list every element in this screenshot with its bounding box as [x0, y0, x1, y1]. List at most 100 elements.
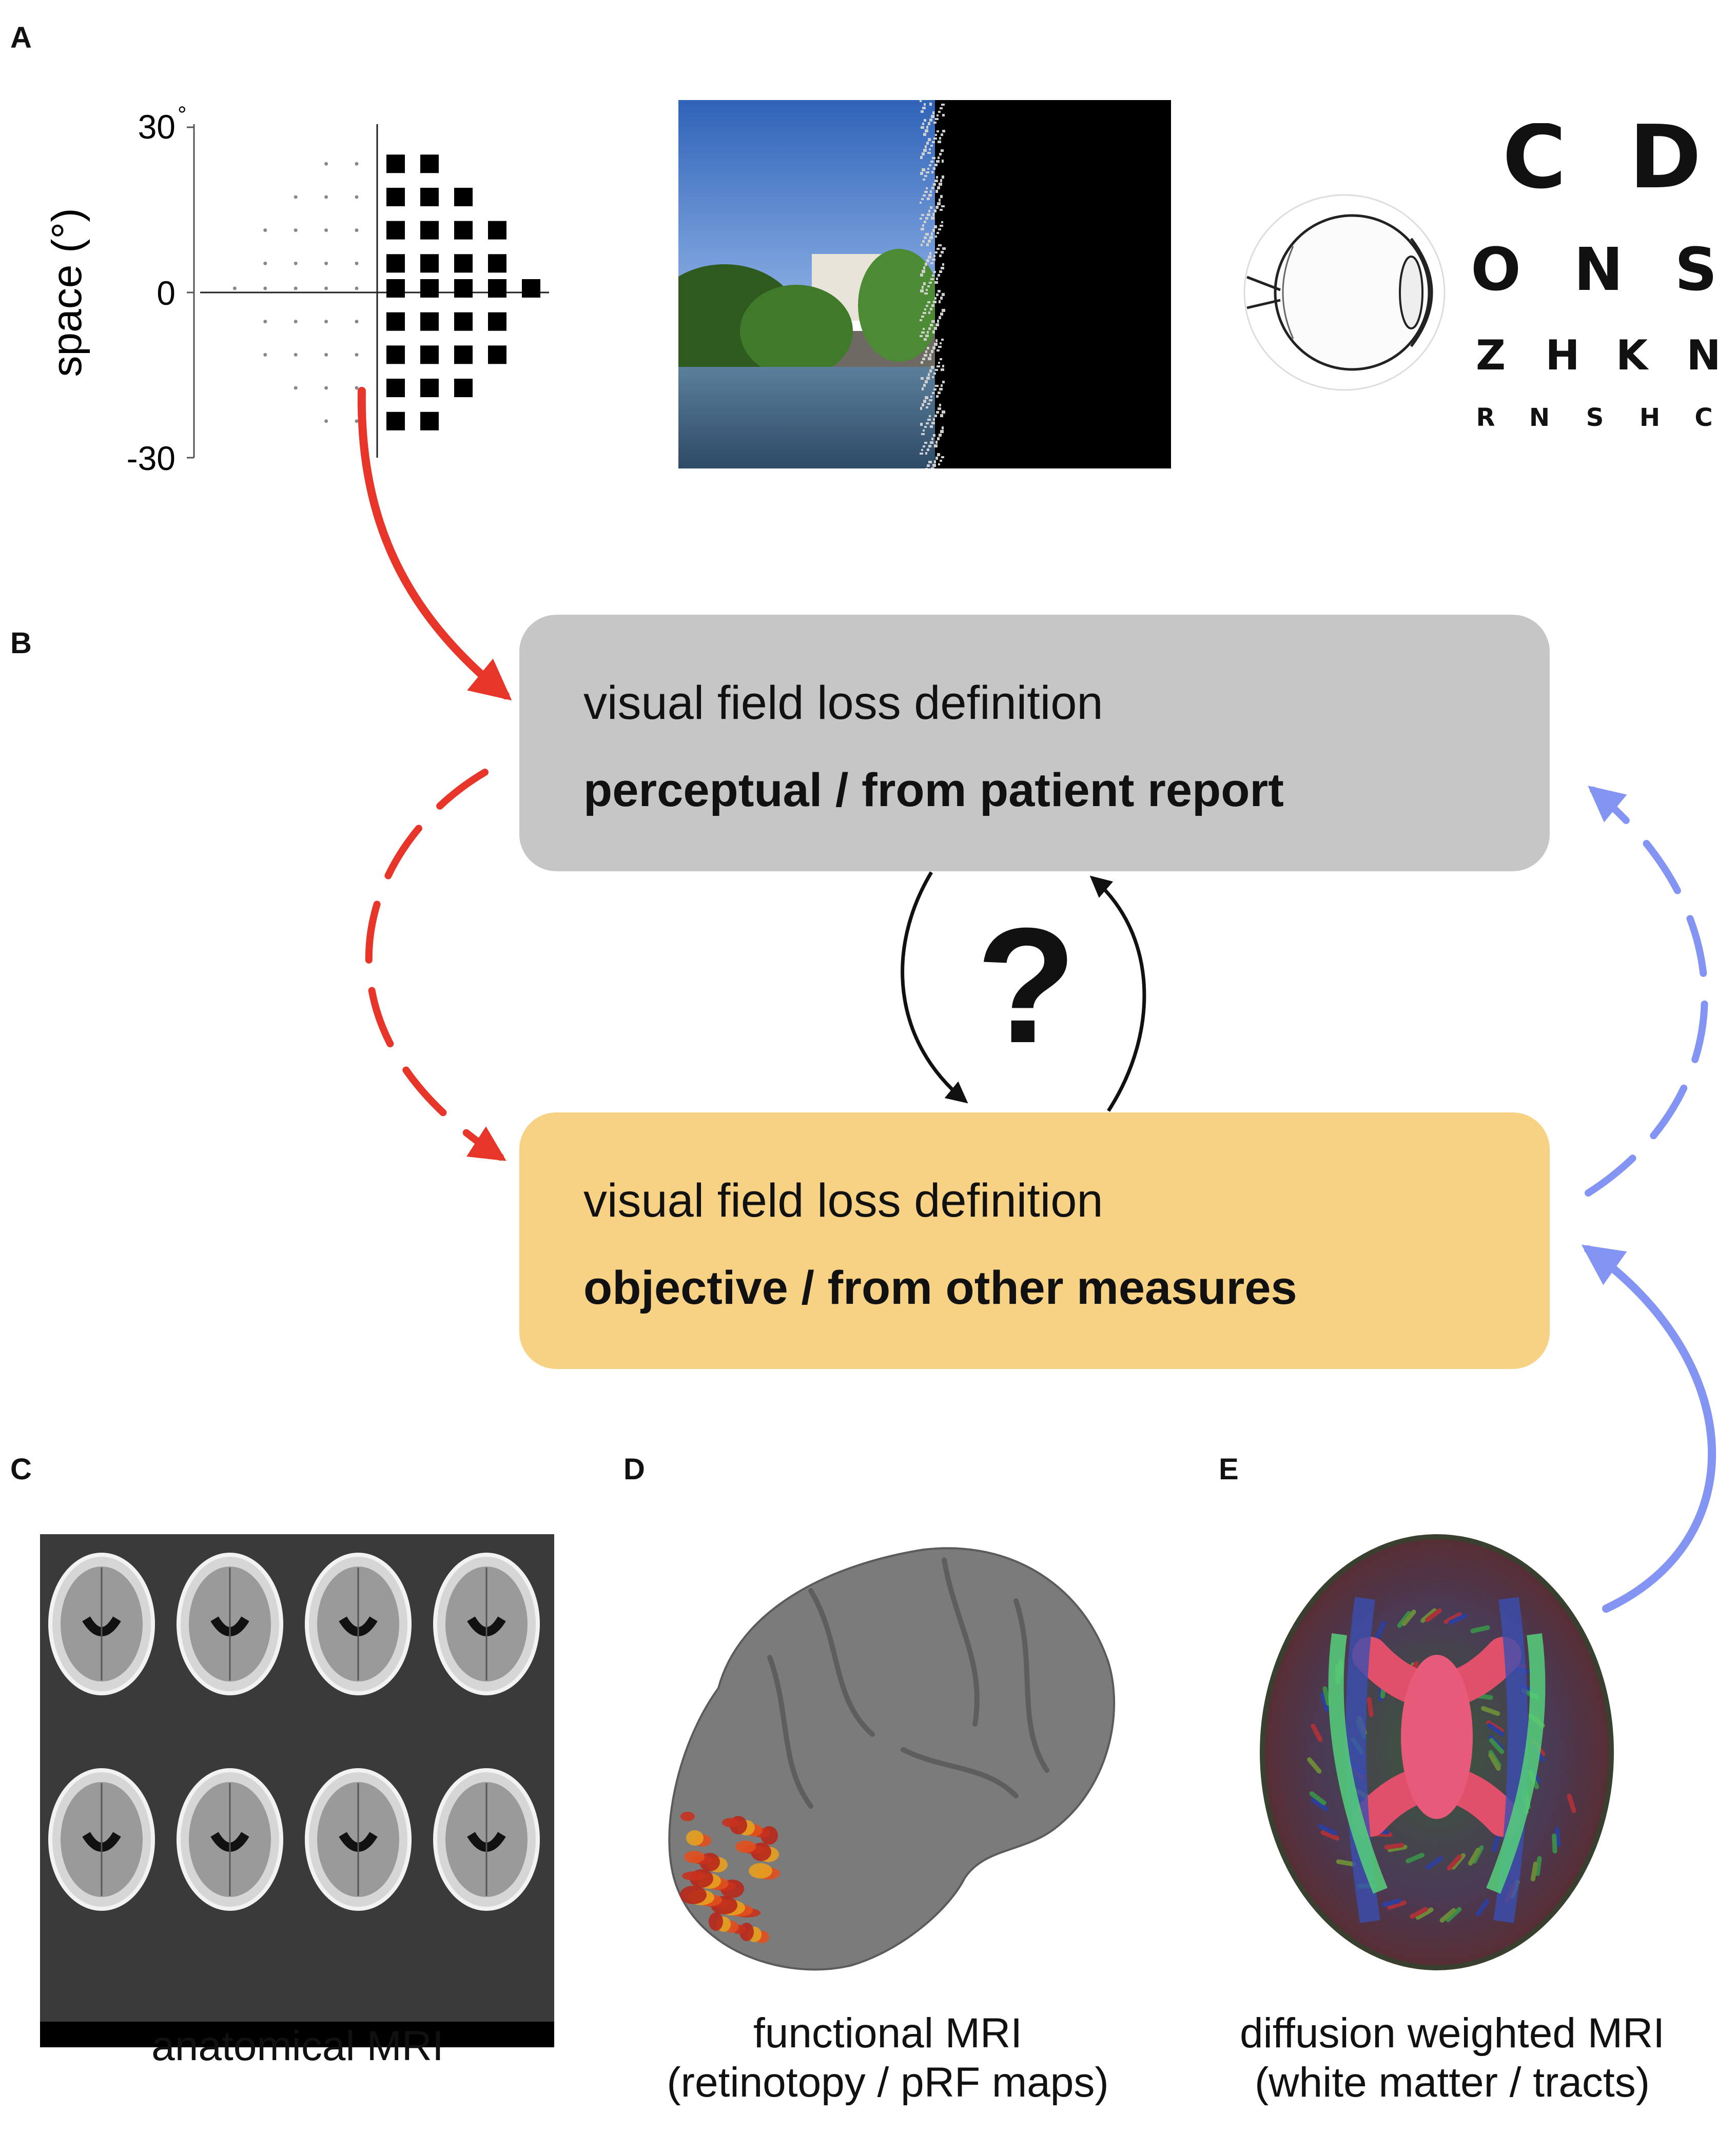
noise-speck [942, 381, 945, 383]
eye-cornea [1410, 238, 1433, 347]
blind-field-square [454, 279, 473, 298]
blind-field-square [420, 221, 439, 240]
noise-speck [924, 103, 926, 106]
noise-speck [925, 263, 927, 266]
noise-speck [931, 422, 935, 424]
noise-speck [930, 262, 933, 264]
noise-speck [932, 213, 934, 216]
seen-field-point [324, 419, 328, 423]
objective-definition-box: visual field loss definition objective /… [519, 1112, 1550, 1369]
noise-speck [942, 365, 944, 367]
noise-speck [938, 392, 941, 394]
association-fibres-left [1328, 1633, 1388, 1894]
noise-speck [939, 316, 941, 319]
noise-speck [936, 411, 939, 414]
objective-box-title: visual field loss definition [583, 1175, 1103, 1227]
red-solid-arrow [357, 387, 512, 701]
blind-field-square [420, 254, 439, 273]
noise-speck [941, 104, 945, 106]
noise-speck [925, 129, 928, 132]
fibre-streak [1320, 1692, 1329, 1712]
noise-speck [926, 259, 929, 262]
fibre-streak [1322, 1686, 1331, 1706]
activation-blob [680, 1812, 695, 1821]
noise-speck [941, 339, 944, 341]
fibre-streak [1552, 1833, 1557, 1854]
fibre-streak [1468, 1847, 1480, 1866]
noise-speck [935, 236, 937, 238]
noise-speck [926, 142, 929, 145]
noise-speck [934, 209, 937, 212]
noise-speck [932, 464, 936, 467]
noise-speck [942, 293, 945, 296]
noise-speck [935, 190, 938, 193]
noise-speck [933, 301, 937, 303]
noise-speck [923, 384, 926, 387]
seen-field-point [355, 286, 359, 290]
plot-ylabel: space (°) [44, 208, 90, 377]
noise-speck [930, 308, 932, 310]
corticospinal-fibres-left [1345, 1597, 1380, 1923]
noise-speck [928, 311, 930, 314]
acuity-letter: D [1629, 123, 1701, 208]
fibre-streak [1446, 1907, 1462, 1922]
noise-speck [920, 289, 924, 292]
fibre-streak [1415, 1907, 1434, 1920]
noise-speck [930, 190, 932, 193]
blind-field-square [386, 279, 405, 298]
noise-speck [931, 304, 934, 307]
blind-field-square [386, 187, 405, 206]
seen-field-point [263, 320, 267, 324]
noise-speck [935, 118, 939, 120]
fibre-streak [1470, 1625, 1490, 1634]
noise-speck [924, 308, 926, 310]
noise-speck [920, 202, 922, 204]
noise-speck [938, 407, 941, 410]
seen-field-point [324, 353, 328, 357]
fibre-streak [1311, 1724, 1323, 1742]
panel-label-e: E [1219, 1453, 1239, 1486]
blind-field-square [488, 279, 506, 298]
acuity-letter: N [1529, 403, 1550, 432]
fibre-streak [1480, 1706, 1500, 1716]
blind-field-square [488, 312, 506, 331]
noise-speck [929, 119, 932, 122]
noise-speck [922, 387, 924, 390]
noise-speck [940, 195, 943, 198]
noise-speck [926, 406, 928, 408]
noise-speck [922, 168, 925, 171]
noise-speck [920, 156, 923, 159]
noise-speck [938, 228, 941, 230]
noise-speck [921, 214, 924, 216]
blind-field-square [420, 187, 439, 206]
hemianopia-scene-photo [678, 100, 1171, 468]
fibre-streak [1425, 1608, 1442, 1622]
noise-speck [928, 327, 931, 330]
noise-speck [938, 274, 940, 277]
seen-field-point [324, 162, 328, 166]
noise-speck [928, 194, 932, 197]
noise-speck [940, 297, 943, 300]
noise-speck [924, 119, 926, 122]
noise-speck [933, 138, 937, 140]
noise-speck [939, 270, 942, 273]
noise-speck [928, 122, 930, 125]
acuity-letter: N [1574, 236, 1623, 304]
corpus-callosum-center [1401, 1655, 1473, 1819]
noise-speck [922, 224, 924, 227]
seen-field-point [232, 286, 237, 290]
noise-speck [928, 240, 931, 243]
noise-speck [927, 152, 931, 154]
acuity-letter: Z [1476, 331, 1506, 379]
noise-speck [928, 461, 932, 463]
noise-speck [936, 395, 939, 398]
noise-speck [931, 217, 934, 220]
noise-speck [941, 368, 944, 371]
noise-speck [929, 354, 931, 357]
noise-speck [927, 331, 929, 334]
noise-speck [931, 320, 935, 323]
noise-speck [925, 145, 927, 148]
seen-field-point [294, 353, 298, 357]
noise-speck [929, 148, 931, 150]
seen-field-point [263, 228, 267, 232]
